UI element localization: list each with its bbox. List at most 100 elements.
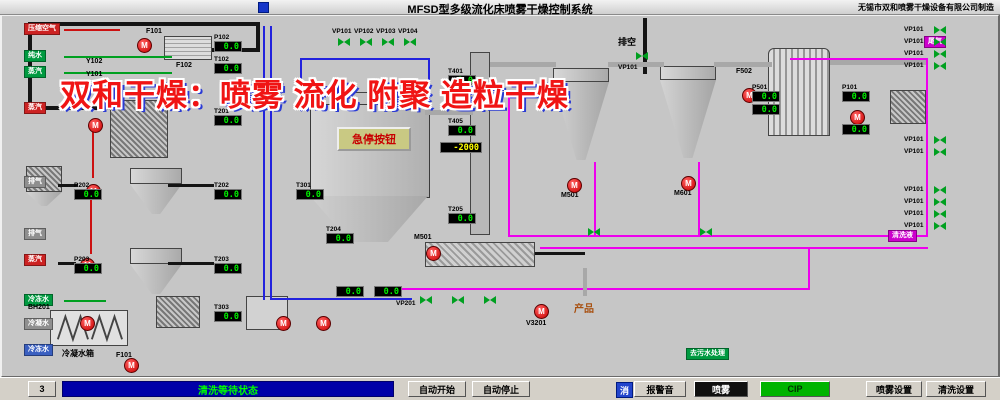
pipe-segment [540,247,928,249]
valve-icon[interactable] [636,52,648,60]
pump-icon[interactable]: M [681,176,696,191]
air-heater [164,36,212,60]
valve-label: VP101 [332,28,352,35]
heat-exchanger [156,296,200,328]
diagram-label: V3201 [526,320,547,327]
pipe-segment [64,29,120,31]
cyclone-1-body [130,168,182,184]
valve-icon[interactable] [934,210,946,218]
valve-icon[interactable] [404,38,416,46]
spray-button[interactable]: 喷雾 [694,381,748,397]
valve-label: VP101 [904,136,924,143]
pipe-segment [400,288,810,290]
pump-icon[interactable]: M [316,316,331,331]
diagram-label: F101 [146,28,162,35]
clean-settings-button[interactable]: 清洗设置 [926,381,986,397]
pump-icon[interactable]: M [124,358,139,373]
pipe-segment [594,162,596,236]
valve-icon[interactable] [934,50,946,58]
flow-tag: 压缩空气 [24,23,60,35]
flow-tag: 清洗液 [888,230,917,242]
indicator: 0.0 [336,286,364,297]
valve-icon[interactable] [338,38,350,46]
pipe-segment [28,22,260,26]
valve-icon[interactable] [934,148,946,156]
valve-icon[interactable] [588,228,600,236]
pipe-segment [168,262,214,265]
pump-icon[interactable]: M [276,316,291,331]
pump-icon[interactable]: M [88,118,103,133]
pipe-segment [92,126,94,178]
valve-icon[interactable] [452,296,464,304]
cyclone-2-body [130,248,182,264]
diagram-label: M501 [414,234,432,241]
emergency-stop-button[interactable]: 急停按钮 [337,127,411,151]
valve-label: VP103 [376,28,396,35]
status-text: 清洗等待状态 [198,385,258,397]
pump-icon[interactable]: M [567,178,582,193]
pipe-segment [808,247,810,290]
indicator: 0.0 [842,124,870,135]
valve-icon[interactable] [700,228,712,236]
pipe-segment [583,268,587,296]
pump-icon[interactable]: M [137,38,152,53]
flow-tag: 排气 [24,176,46,188]
valve-icon[interactable] [484,296,496,304]
valve-label: VP101 [904,222,924,229]
pump-icon[interactable]: M [426,246,441,261]
valve-label: VP101 [904,210,924,217]
cip-button[interactable]: CIP [760,381,830,397]
auto-stop-button[interactable]: 自动停止 [472,381,530,397]
valve-icon[interactable] [934,62,946,70]
diagram-label: M601 [674,190,692,197]
valve-icon[interactable] [934,222,946,230]
pipe-segment [64,56,172,58]
pipe-segment [428,58,430,106]
spray-settings-button[interactable]: 喷雾设置 [866,381,922,397]
flow-tag: 冷冻水 [24,344,53,356]
pump-icon[interactable]: M [534,304,549,319]
diagram-label: M501 [561,192,579,199]
diagram-label: BH201 [28,304,50,311]
indicator: -2000 [440,142,482,153]
exhaust-silencer [890,90,926,124]
valve-icon[interactable] [382,38,394,46]
pump-icon[interactable]: M [80,316,95,331]
valve-icon[interactable] [934,186,946,194]
auto-start-button[interactable]: 自动开始 [408,381,466,397]
flow-tag: 冷冻水 [24,294,53,306]
valve-icon[interactable] [420,296,432,304]
alarm-sound-button[interactable]: 报警音 [634,381,686,397]
pipe-segment [510,96,558,98]
page-button[interactable]: 3 [28,381,56,397]
flow-tag: 纯水 [24,50,46,62]
flow-tag: 蒸汽 [24,102,46,114]
window-icon [258,2,269,13]
valve-icon[interactable] [360,38,372,46]
valve-icon[interactable] [934,26,946,34]
pipe-segment [830,60,926,65]
valve-icon[interactable] [934,198,946,206]
indicator: 0.0 [374,286,402,297]
valve-icon[interactable] [934,136,946,144]
pump-icon[interactable]: M [850,110,865,125]
pipe-segment [608,62,664,67]
mute-alarm-icon[interactable]: 消 [616,382,633,398]
pipe-segment [643,18,647,74]
flow-tag: 蒸汽 [24,254,46,266]
big-cyclone-1-body [553,68,609,82]
valve-icon[interactable] [934,38,946,46]
pipe-segment [64,300,106,302]
valve-label: VP101 [904,38,924,45]
